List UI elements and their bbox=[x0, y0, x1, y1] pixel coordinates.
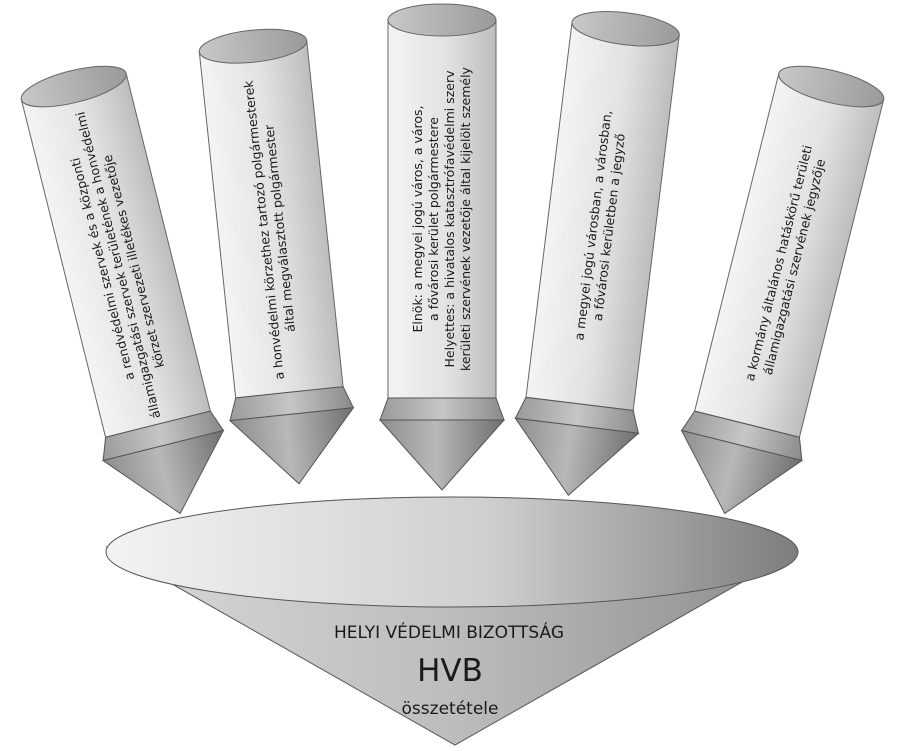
arrow-3: Elnök: a megyei jogú város, a város,a fő… bbox=[378, 3, 506, 491]
funnel-labels: HELYI VÉDELMI BIZOTTSÁG HVB összetétele bbox=[334, 621, 564, 719]
arrow-body bbox=[387, 19, 497, 399]
arrow-tip bbox=[680, 429, 804, 515]
arrow-cap bbox=[778, 65, 885, 108]
arrow-label-line: kerületi szervének vezetője által kijelö… bbox=[458, 66, 473, 370]
funnel-rim bbox=[105, 496, 799, 608]
funnel-subtitle: összetétele bbox=[402, 699, 499, 719]
funnel-abbreviation: HVB bbox=[417, 653, 483, 689]
arrow-tip bbox=[514, 417, 640, 496]
funnel bbox=[105, 496, 799, 746]
arrow-cap bbox=[571, 11, 680, 47]
arrow-2: a honvédelmi körzethez tartozó polgármes… bbox=[198, 28, 355, 485]
arrow-collar bbox=[379, 397, 505, 421]
funnel-title: HELYI VÉDELMI BIZOTTSÁG bbox=[334, 621, 564, 643]
arrow-5: a kormány általános hatáskörű területiál… bbox=[680, 65, 885, 515]
arrow-cap bbox=[387, 3, 497, 37]
arrow-label: Elnök: a megyei jogú város, a város,a fő… bbox=[410, 66, 473, 370]
arrow-tip bbox=[101, 429, 225, 515]
arrow-4: a megyei jogú városban, a városban,a főv… bbox=[514, 11, 680, 496]
arrow-label-line: a fővárosi kerület polgármestere bbox=[426, 117, 441, 321]
arrow-tip bbox=[228, 407, 355, 485]
arrow-tip bbox=[378, 419, 506, 491]
arrow-cap bbox=[198, 28, 308, 64]
arrow-label-line: Elnök: a megyei jogú város, a város, bbox=[410, 105, 425, 332]
arrow-cap bbox=[20, 65, 127, 108]
arrow-label-line: Helyettes: a hivatalos katasztrófavédelm… bbox=[442, 70, 457, 368]
arrow-1: a rendvédelmi szervek és a központiállam… bbox=[20, 65, 225, 515]
